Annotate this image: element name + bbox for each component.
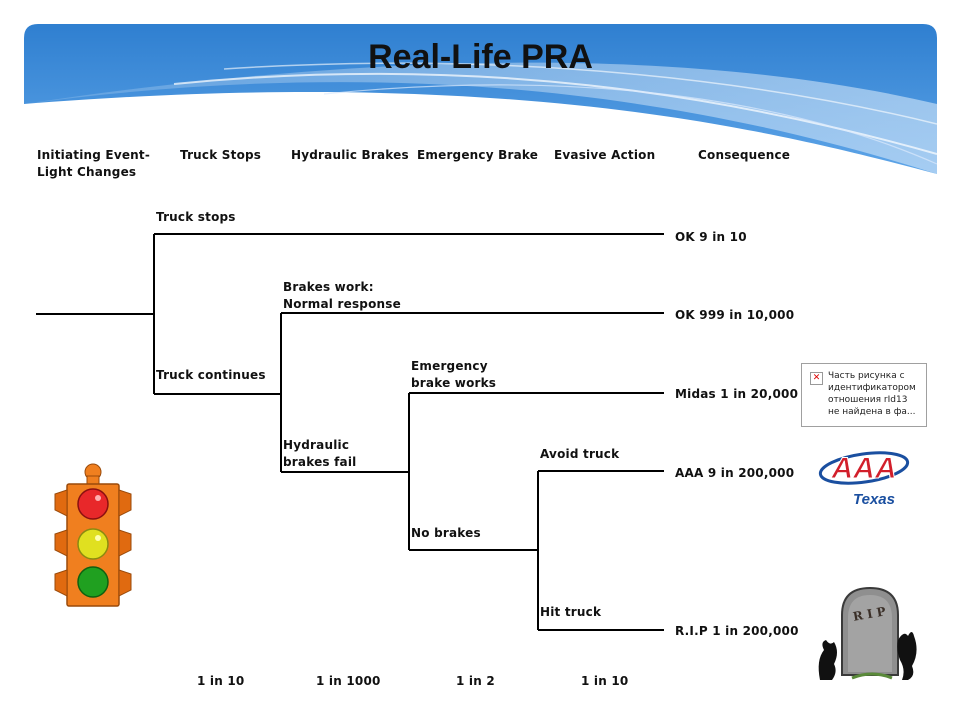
branch-brakes-work: Brakes work: Normal response xyxy=(283,280,401,311)
consequence-ok-1: OK 9 in 10 xyxy=(675,230,747,244)
header-hydraulic-brakes: Hydraulic Brakes xyxy=(291,148,409,162)
probability-emergency-brake: 1 in 2 xyxy=(456,674,495,688)
branch-avoid-truck: Avoid truck xyxy=(540,447,620,461)
header-truck-stops: Truck Stops xyxy=(180,148,262,162)
aaa-logo-word: Texas xyxy=(853,491,895,508)
branch-truck-stops: Truck stops xyxy=(156,210,236,224)
missing-image-placeholder: ✕ Часть рисунка с идентификатором отноше… xyxy=(801,363,927,427)
probability-truck-stops: 1 in 10 xyxy=(197,674,245,688)
aaa-texas-logo: AAA Texas xyxy=(818,451,910,508)
header-evasive-action: Evasive Action xyxy=(554,148,656,162)
probability-evasive-action: 1 in 10 xyxy=(581,674,629,688)
branch-no-brakes: No brakes xyxy=(411,526,481,540)
title-banner xyxy=(24,24,937,174)
header-consequence: Consequence xyxy=(698,148,791,162)
slide-title: Real-Life PRA xyxy=(368,38,593,76)
missing-image-message: Часть рисунка с идентификатором отношени… xyxy=(828,371,916,417)
traffic-light-image xyxy=(54,463,132,607)
consequence-rip: R.I.P 1 in 200,000 xyxy=(675,624,799,638)
header-emergency-brake: Emergency Brake xyxy=(417,148,539,162)
branch-emergency-brake-works: Emergency brake works xyxy=(411,359,497,390)
broken-image-icon: ✕ xyxy=(810,372,823,385)
branch-hydraulic-brakes-fail: Hydraulic brakes fail xyxy=(283,438,357,469)
consequence-aaa: AAA 9 in 200,000 xyxy=(675,466,795,480)
consequence-midas: Midas 1 in 20,000 xyxy=(675,387,799,401)
consequence-ok-2: OK 999 in 10,000 xyxy=(675,308,795,322)
branch-truck-continues: Truck continues xyxy=(156,368,266,382)
probability-hydraulic-brakes: 1 in 1000 xyxy=(316,674,381,688)
header-initiating-event: Initiating Event- Light Changes xyxy=(37,148,151,179)
rip-tombstone-image: R I P xyxy=(818,586,917,680)
tombstone-text: R I P xyxy=(852,604,887,624)
aaa-logo-letters: AAA xyxy=(831,452,897,485)
branch-hit-truck: Hit truck xyxy=(540,605,602,619)
